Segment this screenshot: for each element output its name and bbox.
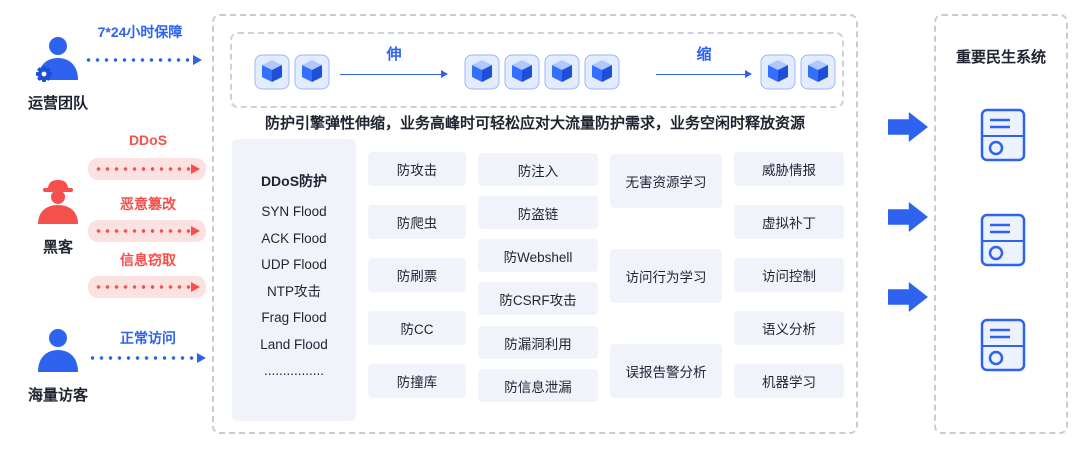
ddos-item: SYN Flood (261, 204, 327, 219)
protection-engine-panel: 伸 缩 防护引擎弹性伸缩，业务高峰时可轻松应对大流量防护需求，业务空闲时释放资源 (212, 14, 858, 434)
gear-icon (36, 66, 52, 82)
capability-anti-crawler: 防爬虫 (368, 205, 466, 239)
engine-cube-icon (800, 54, 836, 90)
ops-person-icon (36, 37, 78, 82)
to-system-arrow-icon (888, 202, 928, 232)
ddos-panel-title: DDoS防护 (260, 173, 328, 189)
capability-anti-ticket: 防刷票 (368, 258, 466, 292)
capability-anti-leak: 防信息泄漏 (478, 369, 598, 402)
capability-machine-learning: 机器学习 (734, 364, 844, 398)
ddos-item: Frag Flood (261, 310, 327, 325)
capability-anti-webshell: 防Webshell (478, 239, 598, 272)
livelihood-systems-panel: 重要民生系统 (934, 14, 1068, 434)
capability-anti-injection: 防注入 (478, 153, 598, 186)
engine-cluster-small-left (254, 54, 330, 90)
ddos-item: ACK Flood (261, 230, 327, 246)
to-system-arrow-icon (888, 112, 928, 142)
steal-attack-label: 信息窃取 (120, 252, 176, 268)
ddos-dotted-arrow (88, 158, 206, 180)
expand-arrow: 伸 (340, 46, 448, 92)
visitors-dotted-arrow (88, 352, 206, 364)
capability-anti-exploit: 防漏洞利用 (478, 326, 598, 359)
engine-cube-icon (464, 54, 500, 90)
shrink-label: 缩 (696, 46, 712, 63)
ddos-item: NTP攻击 (267, 283, 321, 299)
capability-semantic-analysis: 语义分析 (734, 311, 844, 345)
engine-cluster-large (464, 54, 620, 90)
steal-dotted-arrow (88, 276, 206, 298)
hacker-actor: 黑客 (16, 176, 100, 257)
capability-false-alarm-analysis: 误报告警分析 (610, 344, 722, 398)
elastic-scaling-strip: 伸 缩 (230, 32, 844, 108)
arrow-head-icon (191, 226, 200, 236)
engine-cluster-small-right (760, 54, 836, 90)
ops-dotted-arrow (84, 54, 202, 66)
hacker-label: 黑客 (42, 239, 73, 256)
arrow-head-icon (197, 353, 206, 363)
visitor-person-icon (38, 329, 78, 372)
server-icon (980, 108, 1026, 167)
capability-threat-intel: 威胁情报 (734, 152, 844, 186)
server-icon (980, 318, 1026, 377)
engine-cube-icon (294, 54, 330, 90)
elastic-caption: 防护引擎弹性伸缩，业务高峰时可轻松应对大流量防护需求，业务空闲时释放资源 (264, 115, 805, 132)
ddos-item: ................ (263, 363, 324, 378)
capability-virtual-patch: 虚拟补丁 (734, 205, 844, 239)
tamper-attack-label: 恶意篡改 (120, 196, 176, 212)
visitors-label: 海量访客 (27, 387, 88, 404)
ddos-attack-label: DDoS (128, 132, 168, 148)
ddos-item: UDP Flood (261, 257, 327, 272)
capability-behavior-learning: 访问行为学习 (610, 249, 722, 303)
ddos-protection-panel: DDoS防护 SYN Flood ACK Flood UDP Flood NTP… (232, 139, 356, 421)
ops-arrow-label: 7*24小时保障 (97, 24, 183, 40)
ddos-item: Land Flood (260, 336, 328, 352)
arrow-head-icon (745, 70, 752, 78)
arrow-head-icon (193, 55, 202, 65)
engine-cube-icon (504, 54, 540, 90)
server-icon (980, 213, 1026, 272)
arrow-head-icon (191, 282, 200, 292)
hacker-person-icon (38, 180, 78, 224)
engine-cube-icon (254, 54, 290, 90)
capability-anti-hotlink: 防盗链 (478, 196, 598, 229)
engine-cube-icon (584, 54, 620, 90)
arrow-head-icon (191, 164, 200, 174)
engine-cube-icon (760, 54, 796, 90)
systems-panel-title: 重要民生系统 (955, 49, 1046, 66)
capability-access-control: 访问控制 (734, 258, 844, 292)
shrink-arrow: 缩 (656, 46, 752, 92)
ops-team-label: 运营团队 (27, 95, 88, 112)
ops-team-actor: 运营团队 (16, 32, 100, 113)
engine-cube-icon (544, 54, 580, 90)
tamper-dotted-arrow (88, 220, 206, 242)
capability-harmless-learning: 无害资源学习 (610, 154, 722, 208)
capability-anti-csrf: 防CSRF攻击 (478, 282, 598, 315)
capability-anti-attack: 防攻击 (368, 152, 466, 186)
capability-anti-credential: 防撞库 (368, 364, 466, 398)
expand-label: 伸 (386, 46, 402, 63)
to-system-arrow-icon (888, 282, 928, 312)
arrow-head-icon (441, 70, 448, 78)
visitors-actor: 海量访客 (16, 324, 100, 405)
capability-anti-cc: 防CC (368, 311, 466, 345)
normal-access-label: 正常访问 (120, 330, 176, 346)
